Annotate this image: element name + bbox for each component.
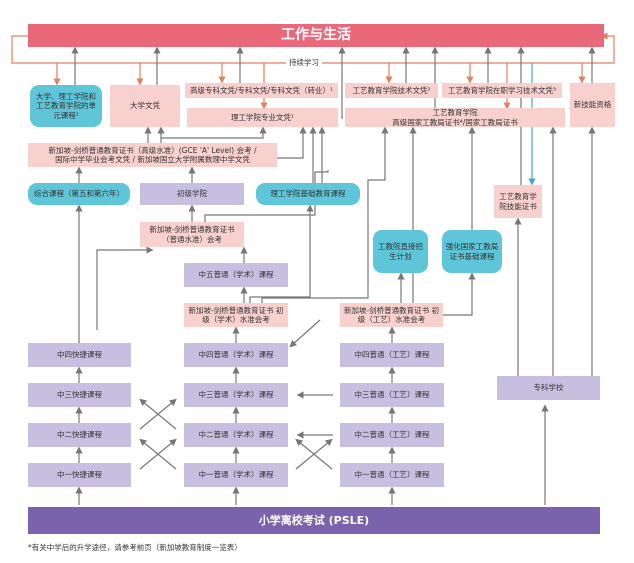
sec5-normal-academic-box: 中五普通（学术）课程: [184, 263, 288, 287]
ite-skills-cert-box: 工艺教育学院技能证书: [494, 185, 542, 218]
modular-courses-box: 大学、理工学院和工艺教育学院的单元课程¹: [30, 85, 102, 127]
na-sec2-box: 中二普通（学术）课程: [184, 423, 288, 447]
ite-work-study-diploma-box: 工艺教育学院在职学习技术文凭³: [442, 83, 562, 98]
ite-technical-diploma-box: 工艺教育学院技术文凭²: [345, 83, 438, 98]
express-sec3-box: 中三快捷课程: [28, 383, 131, 407]
n-technical-exam-box: 新加坡-剑桥普通教育证书 初级（工艺）水准会考: [340, 303, 443, 327]
enhanced-nitec-box: 强化国家工教局证书基础课程: [442, 230, 502, 273]
ite-nitec-box: 工艺教育学院 高级国家工教局证书⁴/国家工教局证书: [345, 108, 565, 127]
poly-diploma-box: 理工学院专业文凭¹: [187, 108, 338, 127]
o-level-box: 新加坡-剑桥普通教育证书（普通水准）会考: [140, 222, 244, 247]
nt-sec1-box: 中一普通（工艺）课程: [340, 463, 444, 487]
lifelong-learning-label: 持续学习: [286, 57, 322, 68]
nt-sec4-box: 中四普通（工艺）课程: [340, 343, 444, 367]
integrated-programme-box: 综合课程（第五和第六年）: [28, 183, 130, 205]
footnote: *有关中学后的升学途径，请参考前页（新加坡教育制度一览表）: [28, 543, 242, 552]
a-level-line2: 国际中学毕业会考文凭 / 新加坡国立大学附属数理中学文凭: [55, 155, 250, 164]
junior-college-box: 初级学院: [140, 183, 244, 205]
n-academic-exam-box: 新加坡-剑桥普通教育证书 初级（学术）水准会考: [184, 303, 288, 327]
advanced-diploma-box: 高级专科文凭/专科文凭/专科文凭（转业）¹: [185, 83, 338, 98]
poly-foundation-box: 理工学院基础教育课程: [256, 183, 360, 205]
work-and-life-bar: 工作与生活: [28, 24, 604, 47]
a-level-line1: 新加坡-剑桥普通教育证书（高级水准）(GCE 'A' Level) 会考 /: [48, 145, 257, 155]
express-sec1-box: 中一快捷课程: [28, 463, 131, 487]
direct-entry-scheme-box: 工教院直接招生计划: [373, 230, 428, 273]
ite-nitec-line2: 高级国家工教局证书⁴/国家工教局证书: [392, 117, 518, 127]
ite-nitec-line1: 工艺教育学院: [432, 108, 478, 118]
a-level-box: 新加坡-剑桥普通教育证书（高级水准）(GCE 'A' Level) 会考 / 国…: [28, 143, 277, 167]
express-sec4-box: 中四快捷课程: [28, 343, 131, 367]
specialised-school-box: 专科学校: [497, 376, 600, 400]
nt-sec3-box: 中三普通（工艺）课程: [340, 383, 444, 407]
new-skills-box: 新技能资格: [570, 83, 615, 127]
express-sec2-box: 中二快捷课程: [28, 423, 131, 447]
psle-bar: 小学离校考试 (PSLE): [28, 507, 600, 534]
na-sec1-box: 中一普通（学术）课程: [184, 463, 288, 487]
nt-sec2-box: 中二普通（工艺）课程: [340, 423, 444, 447]
university-degree-box: 大学文凭: [110, 85, 180, 127]
na-sec4-box: 中四普通（学术）课程: [184, 343, 288, 367]
na-sec3-box: 中三普通（学术）课程: [184, 383, 288, 407]
